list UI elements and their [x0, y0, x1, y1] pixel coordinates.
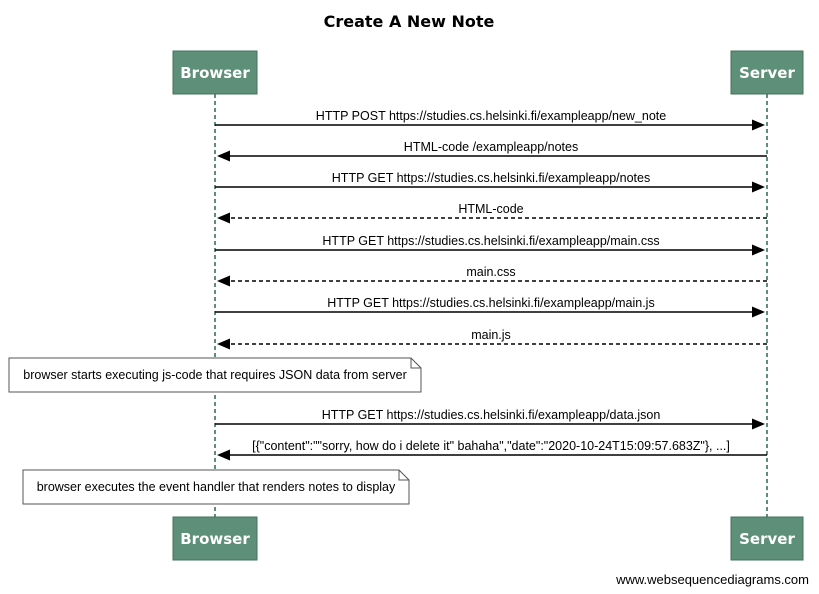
actor-box-browser-top — [172, 50, 258, 95]
message-label: HTML-code — [458, 202, 523, 216]
note-box — [22, 469, 410, 505]
message-arrow-head — [217, 212, 230, 224]
diagram-title: Create A New Note — [324, 12, 495, 31]
message-10: HTTP GET https://studies.cs.helsinki.fi/… — [215, 408, 765, 430]
message-arrow-head — [752, 119, 765, 131]
note-9: browser starts executing js-code that re… — [8, 357, 422, 393]
note-text: browser executes the event handler that … — [37, 480, 396, 494]
actor-browser-top: Browser — [172, 50, 258, 95]
actor-label-server-bottom: Server — [739, 530, 795, 548]
message-5: HTTP GET https://studies.cs.helsinki.fi/… — [215, 234, 765, 256]
message-label: HTTP GET https://studies.cs.helsinki.fi/… — [332, 171, 650, 185]
message-label: main.js — [471, 328, 511, 342]
message-label: HTML-code /exampleapp/notes — [404, 140, 578, 154]
message-label: [{"content":""sorry, how do i delete it"… — [252, 439, 730, 453]
message-8: main.js — [217, 328, 767, 350]
actor-box-browser-bottom — [172, 516, 258, 561]
message-label: HTTP POST https://studies.cs.helsinki.fi… — [316, 109, 666, 123]
message-arrow-head — [752, 244, 765, 256]
actor-box-server-bottom — [730, 516, 804, 561]
message-arrow-head — [752, 306, 765, 318]
message-arrow-head — [217, 449, 230, 461]
note-box — [8, 357, 422, 393]
diagram-steps: HTTP POST https://studies.cs.helsinki.fi… — [8, 109, 767, 505]
note-fold-corner — [410, 358, 421, 369]
note-12: browser executes the event handler that … — [22, 469, 410, 505]
actor-server-bottom: Server — [730, 516, 804, 561]
lifelines — [214, 94, 768, 517]
note-fold-corner — [398, 470, 409, 481]
message-arrow-head — [752, 418, 765, 430]
message-2: HTML-code /exampleapp/notes — [217, 140, 767, 162]
actor-label-browser-top: Browser — [180, 64, 250, 82]
message-arrow-head — [217, 275, 230, 287]
message-label: HTTP GET https://studies.cs.helsinki.fi/… — [322, 234, 659, 248]
actor-server-top: Server — [730, 50, 804, 95]
actor-label-server-top: Server — [739, 64, 795, 82]
message-label: HTTP GET https://studies.cs.helsinki.fi/… — [327, 296, 654, 310]
message-arrow-head — [217, 338, 230, 350]
actor-browser-bottom: Browser — [172, 516, 258, 561]
message-label: main.css — [466, 265, 515, 279]
message-label: HTTP GET https://studies.cs.helsinki.fi/… — [322, 408, 661, 422]
message-7: HTTP GET https://studies.cs.helsinki.fi/… — [215, 296, 765, 318]
message-3: HTTP GET https://studies.cs.helsinki.fi/… — [215, 171, 765, 193]
message-11: [{"content":""sorry, how do i delete it"… — [217, 439, 767, 461]
message-4: HTML-code — [217, 202, 767, 224]
message-6: main.css — [217, 265, 767, 287]
note-text: browser starts executing js-code that re… — [23, 368, 406, 382]
message-1: HTTP POST https://studies.cs.helsinki.fi… — [215, 109, 765, 131]
watermark-text: www.websequencediagrams.com — [615, 572, 809, 587]
message-arrow-head — [217, 150, 230, 162]
actor-box-server-top — [730, 50, 804, 95]
message-arrow-head — [752, 181, 765, 193]
actor-label-browser-bottom: Browser — [180, 530, 250, 548]
